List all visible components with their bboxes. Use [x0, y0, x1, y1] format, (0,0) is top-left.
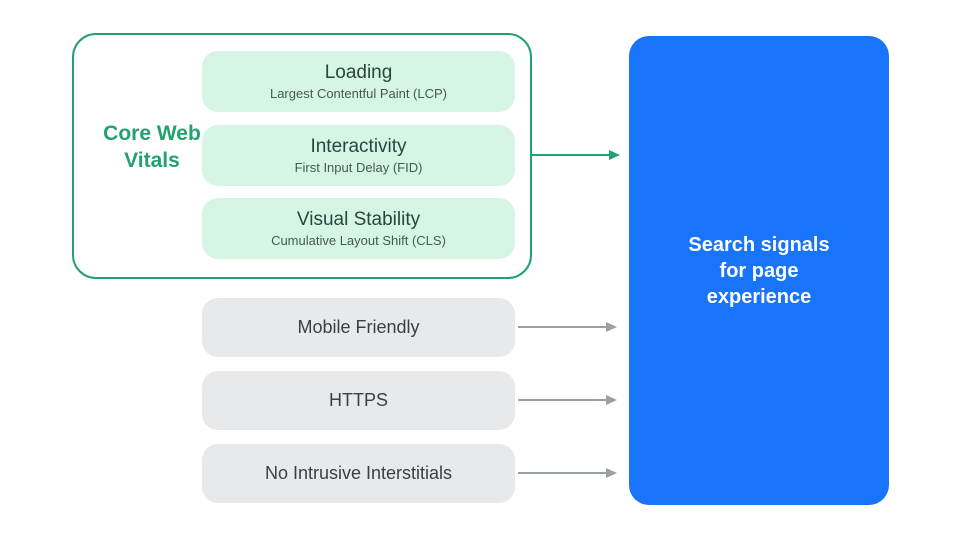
search-signals-line: for page	[719, 259, 799, 282]
search-signals-line: experience	[706, 285, 812, 308]
pill-title: Interactivity	[310, 135, 407, 157]
pill-label: No Intrusive Interstitials	[264, 463, 453, 483]
signal-pill-no-intrusive-interstitials: No Intrusive Interstitials	[202, 444, 515, 503]
signal-pill-https: HTTPS	[202, 371, 515, 430]
green-arrow-right-icon	[531, 150, 620, 160]
signal-pill-loading: Loading Largest Contentful Paint (LCP)	[202, 51, 515, 112]
signal-pill-mobile-friendly: Mobile Friendly	[202, 298, 515, 357]
pill-title: Loading	[324, 61, 393, 83]
signal-pill-interactivity: Interactivity First Input Delay (FID)	[202, 125, 515, 186]
pill-label: Mobile Friendly	[297, 317, 420, 337]
search-signals-line: Search signals	[688, 233, 830, 256]
signal-pill-visual-stability: Visual Stability Cumulative Layout Shift…	[202, 198, 515, 259]
gray-arrow-right-icon	[518, 395, 617, 405]
gray-arrow-right-icon	[518, 322, 617, 332]
gray-arrow-right-icon	[518, 468, 617, 478]
pill-title: Visual Stability	[296, 208, 421, 230]
pill-subtitle: Largest Contentful Paint (LCP)	[269, 85, 448, 101]
core-web-vitals-label: Core Web Vitals	[103, 122, 201, 172]
search-signals-box: Search signals for page experience	[629, 36, 889, 505]
pill-label: HTTPS	[328, 390, 388, 410]
pill-subtitle: Cumulative Layout Shift (CLS)	[271, 232, 446, 248]
pill-subtitle: First Input Delay (FID)	[294, 159, 423, 175]
